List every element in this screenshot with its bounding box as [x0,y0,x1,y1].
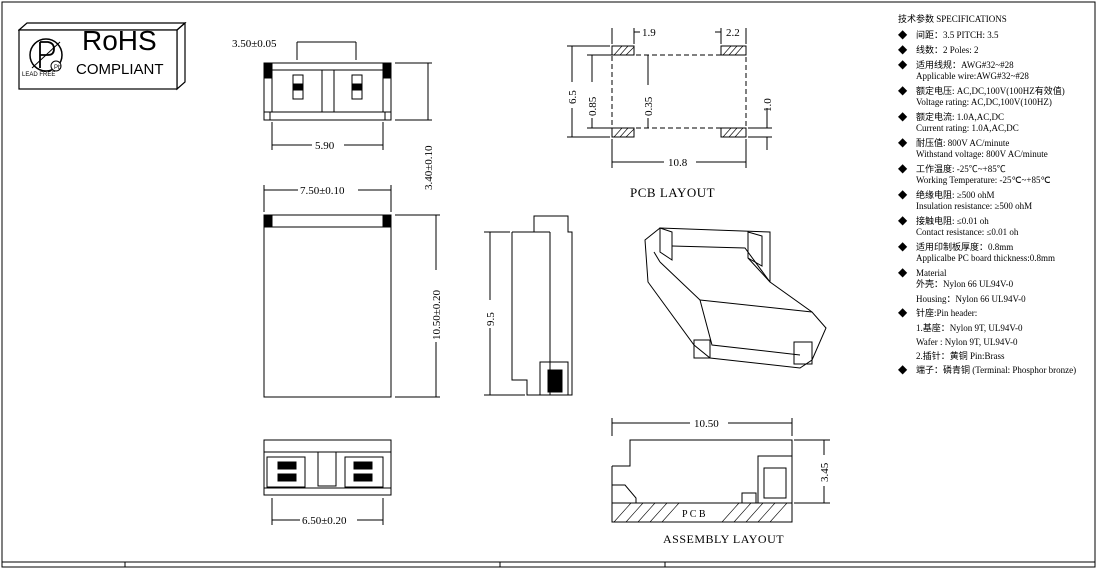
spec-en: Applicable wire:AWG#32~#28 [916,71,1029,81]
spec-pin-header: 针座:Pin header: [916,308,978,318]
diamond-bullet-icon: ◆ [898,305,908,319]
assembly-layout [611,418,830,523]
spec-pin: 2.插针：黄铜 Pin:Brass [916,351,1005,361]
spec-en: Applicalbe PC board thickness:0.8mm [916,253,1055,263]
dim-pcb-1-9: 1.9 [642,27,656,39]
spec-cn: 线数：2 Poles: 2 [916,45,979,55]
front-view [263,185,440,398]
isometric-view [644,227,827,369]
diamond-bullet-icon: ◆ [898,187,908,201]
spec-cn: 绝缘电阻: ≥500 ohM [916,190,995,200]
pcb-layout [567,28,772,168]
spec-cn: 适用印制板厚度：0.8mm [916,242,1014,252]
diamond-bullet-icon: ◆ [898,239,908,253]
spec-en: Contact resistance: ≤0.01 oh [916,227,1019,237]
pcb-hatch [613,502,788,523]
spec-item: ◆ 端子：磷青铜 (Terminal: Phosphor bronze) [898,362,1093,376]
diamond-bullet-icon: ◆ [898,57,908,71]
dim-pcb-2-2: 2.2 [726,27,740,39]
dim-3-50: 3.50±0.05 [232,38,277,50]
spec-item: ◆ 额定电压: AC,DC,100V(100HZ有效值)Voltage ratin… [898,83,1093,108]
top-view [263,41,432,150]
diamond-bullet-icon: ◆ [898,265,908,279]
diamond-bullet-icon: ◆ [898,109,908,123]
spec-housing: Housing：Nylon 66 UL94V-0 [916,294,1026,304]
rohs-label: RoHS [82,25,157,56]
spec-cn: 额定电流: 1.0A,AC,DC [916,112,1005,122]
diamond-bullet-icon: ◆ [898,362,908,376]
spec-cn: 工作温度: -25℃~+85℃ [916,164,1006,174]
spec-en: 外壳：Nylon 66 UL94V-0 [916,279,1014,289]
dim-9-5: 9.5 [485,312,497,326]
compliant-label: COMPLIANT [76,61,164,78]
dim-6-50: 6.50±0.20 [302,515,347,527]
diamond-bullet-icon: ◆ [898,83,908,97]
pcb-layout-caption: PCB LAYOUT [630,185,716,200]
bottom-view [263,439,392,525]
dim-pcb-0-35: 0.35 [643,96,655,116]
spec-cn: 耐压值: 800V AC/minute [916,138,1010,148]
spec-en: Voltage rating: AC,DC,100V(100HZ) [916,97,1052,107]
spec-item: ◆ 间距：3.5 PITCH: 3.5 [898,27,1093,41]
specifications-panel: 技术参数 SPECIFICATIONS ◆ 间距：3.5 PITCH: 3.5 ◆… [898,14,1093,380]
dim-5-90: 5.90 [315,140,335,152]
diamond-bullet-icon: ◆ [898,161,908,175]
dim-3-40: 3.40±0.10 [423,145,435,190]
dim-pcb-10-8: 10.8 [668,157,688,169]
lead-free-logo-icon [29,38,63,72]
spec-en: Current rating: 1.0A,AC,DC [916,123,1019,133]
lead-free-label: LEAD FREE [22,72,56,78]
spec-cn: 适用线规：AWG#32~#28 [916,60,1014,70]
dim-asm-3-45: 3.45 [819,462,831,482]
assembly-layout-caption: ASSEMBLY LAYOUT [663,532,785,546]
spec-wafer-en: Wafer : Nylon 9T, UL94V-0 [916,337,1018,347]
rohs-frame [18,22,187,91]
spec-en: Working Temperature: -25℃~+85℃ [916,175,1051,185]
side-view [484,215,573,396]
spec-cn: 额定电压: AC,DC,100V(100HZ有效值) [916,86,1065,96]
dim-pcb-6-5: 6.5 [567,90,579,104]
spec-cn: 接触电阻: ≤0.01 oh [916,216,989,226]
dim-pcb-0-85: 0.85 [587,96,599,116]
diamond-bullet-icon: ◆ [898,213,908,227]
dim-pcb-1-0: 1.0 [762,98,774,112]
specifications-header: 技术参数 SPECIFICATIONS [898,14,1007,24]
diamond-bullet-icon: ◆ [898,135,908,149]
pb-label: Pb [54,65,62,71]
dim-asm-10-50: 10.50 [694,418,719,430]
asm-pcb-label: P C B [682,509,706,520]
spec-wafer-cn: 1.基座：Nylon 9T, UL94V-0 [916,323,1023,333]
spec-en: Withstand voltage: 800V AC/minute [916,149,1048,159]
spec-en: Insulation resistance: ≥500 ohM [916,201,1033,211]
diamond-bullet-icon: ◆ [898,42,908,56]
spec-terminal: 端子：磷青铜 (Terminal: Phosphor bronze) [916,365,1077,375]
spec-item: ◆ 线数：2 Poles: 2 [898,42,1093,56]
diamond-bullet-icon: ◆ [898,27,908,41]
spec-cn: 间距：3.5 PITCH: 3.5 [916,30,999,40]
dim-7-50: 7.50±0.10 [300,185,345,197]
dim-10-50-vertical: 10.50±0.20 [431,289,443,340]
spec-cn: Material [916,268,947,278]
spec-item: ◆ 针座:Pin header: [898,305,1093,319]
rohs-badge: RoHS COMPLIANT LEAD FREE Pb [18,22,187,91]
